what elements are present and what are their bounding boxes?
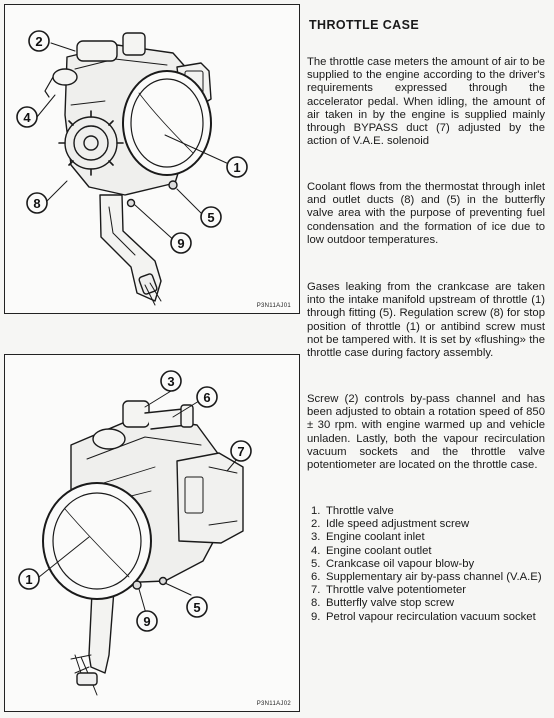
- legend-item: 4.Engine coolant outlet: [311, 544, 432, 557]
- throttle-case-drawing-2: 1 3 5 6 7 9: [18, 370, 252, 696]
- figure-1-callout-1: 1: [233, 160, 240, 175]
- legend-item: 6.Supplementary air by-pass channel (V.A…: [311, 571, 542, 584]
- figure-2-callout-1: 1: [25, 572, 32, 587]
- legend-item: 5.Crankcase oil vapour blow-by: [311, 557, 475, 570]
- figure-2-callout-3: 3: [167, 374, 174, 389]
- parts-legend: 1.Throttle valve 2.Idle speed adjustment…: [311, 505, 549, 624]
- figure-1-callout-8: 8: [33, 196, 40, 211]
- page-title: THROTTLE CASE: [309, 18, 420, 32]
- legend-item: 3.Engine coolant inlet: [311, 531, 425, 544]
- figure-2-callout-6: 6: [203, 390, 210, 405]
- throttle-case-figure-1: 1 2 4 5 8 9 P3N11AJ01: [4, 4, 300, 314]
- figure-1-callout-4: 4: [23, 110, 31, 125]
- paragraph-coolant-flow: Coolant flows from the thermostat throug…: [307, 181, 545, 246]
- throttle-case-drawing-1: 1 2 4 5 8 9: [16, 30, 248, 306]
- legend-item: 7.Throttle valve potentiometer: [311, 584, 467, 597]
- figure-1-callout-9: 9: [177, 236, 184, 251]
- legend-item: 1.Throttle valve: [311, 505, 394, 517]
- paragraph-crankcase-gases: Gases leaking from the crankcase are tak…: [307, 281, 545, 360]
- figure-2-callout-5: 5: [193, 600, 200, 615]
- figure-2-code: P3N11AJ02: [256, 701, 291, 707]
- figure-1-callout-2: 2: [35, 34, 42, 49]
- legend-item: 2.Idle speed adjustment screw: [311, 518, 470, 531]
- figure-1-code: P3N11AJ01: [256, 303, 291, 309]
- paragraph-air-metering: The throttle case meters the amount of a…: [307, 56, 545, 148]
- figure-2-callout-7: 7: [237, 444, 244, 459]
- paragraph-bypass-screw: Screw (2) controls by-pass channel and h…: [307, 393, 545, 472]
- throttle-case-figure-2: 1 3 5 6 7 9 P3N11AJ02: [4, 354, 300, 712]
- legend-item: 9.Petrol vapour recirculation vacuum soc…: [311, 610, 536, 623]
- legend-item: 8.Butterfly valve stop screw: [311, 597, 455, 610]
- figure-2-callout-9: 9: [143, 614, 150, 629]
- figure-1-callout-5: 5: [207, 210, 214, 225]
